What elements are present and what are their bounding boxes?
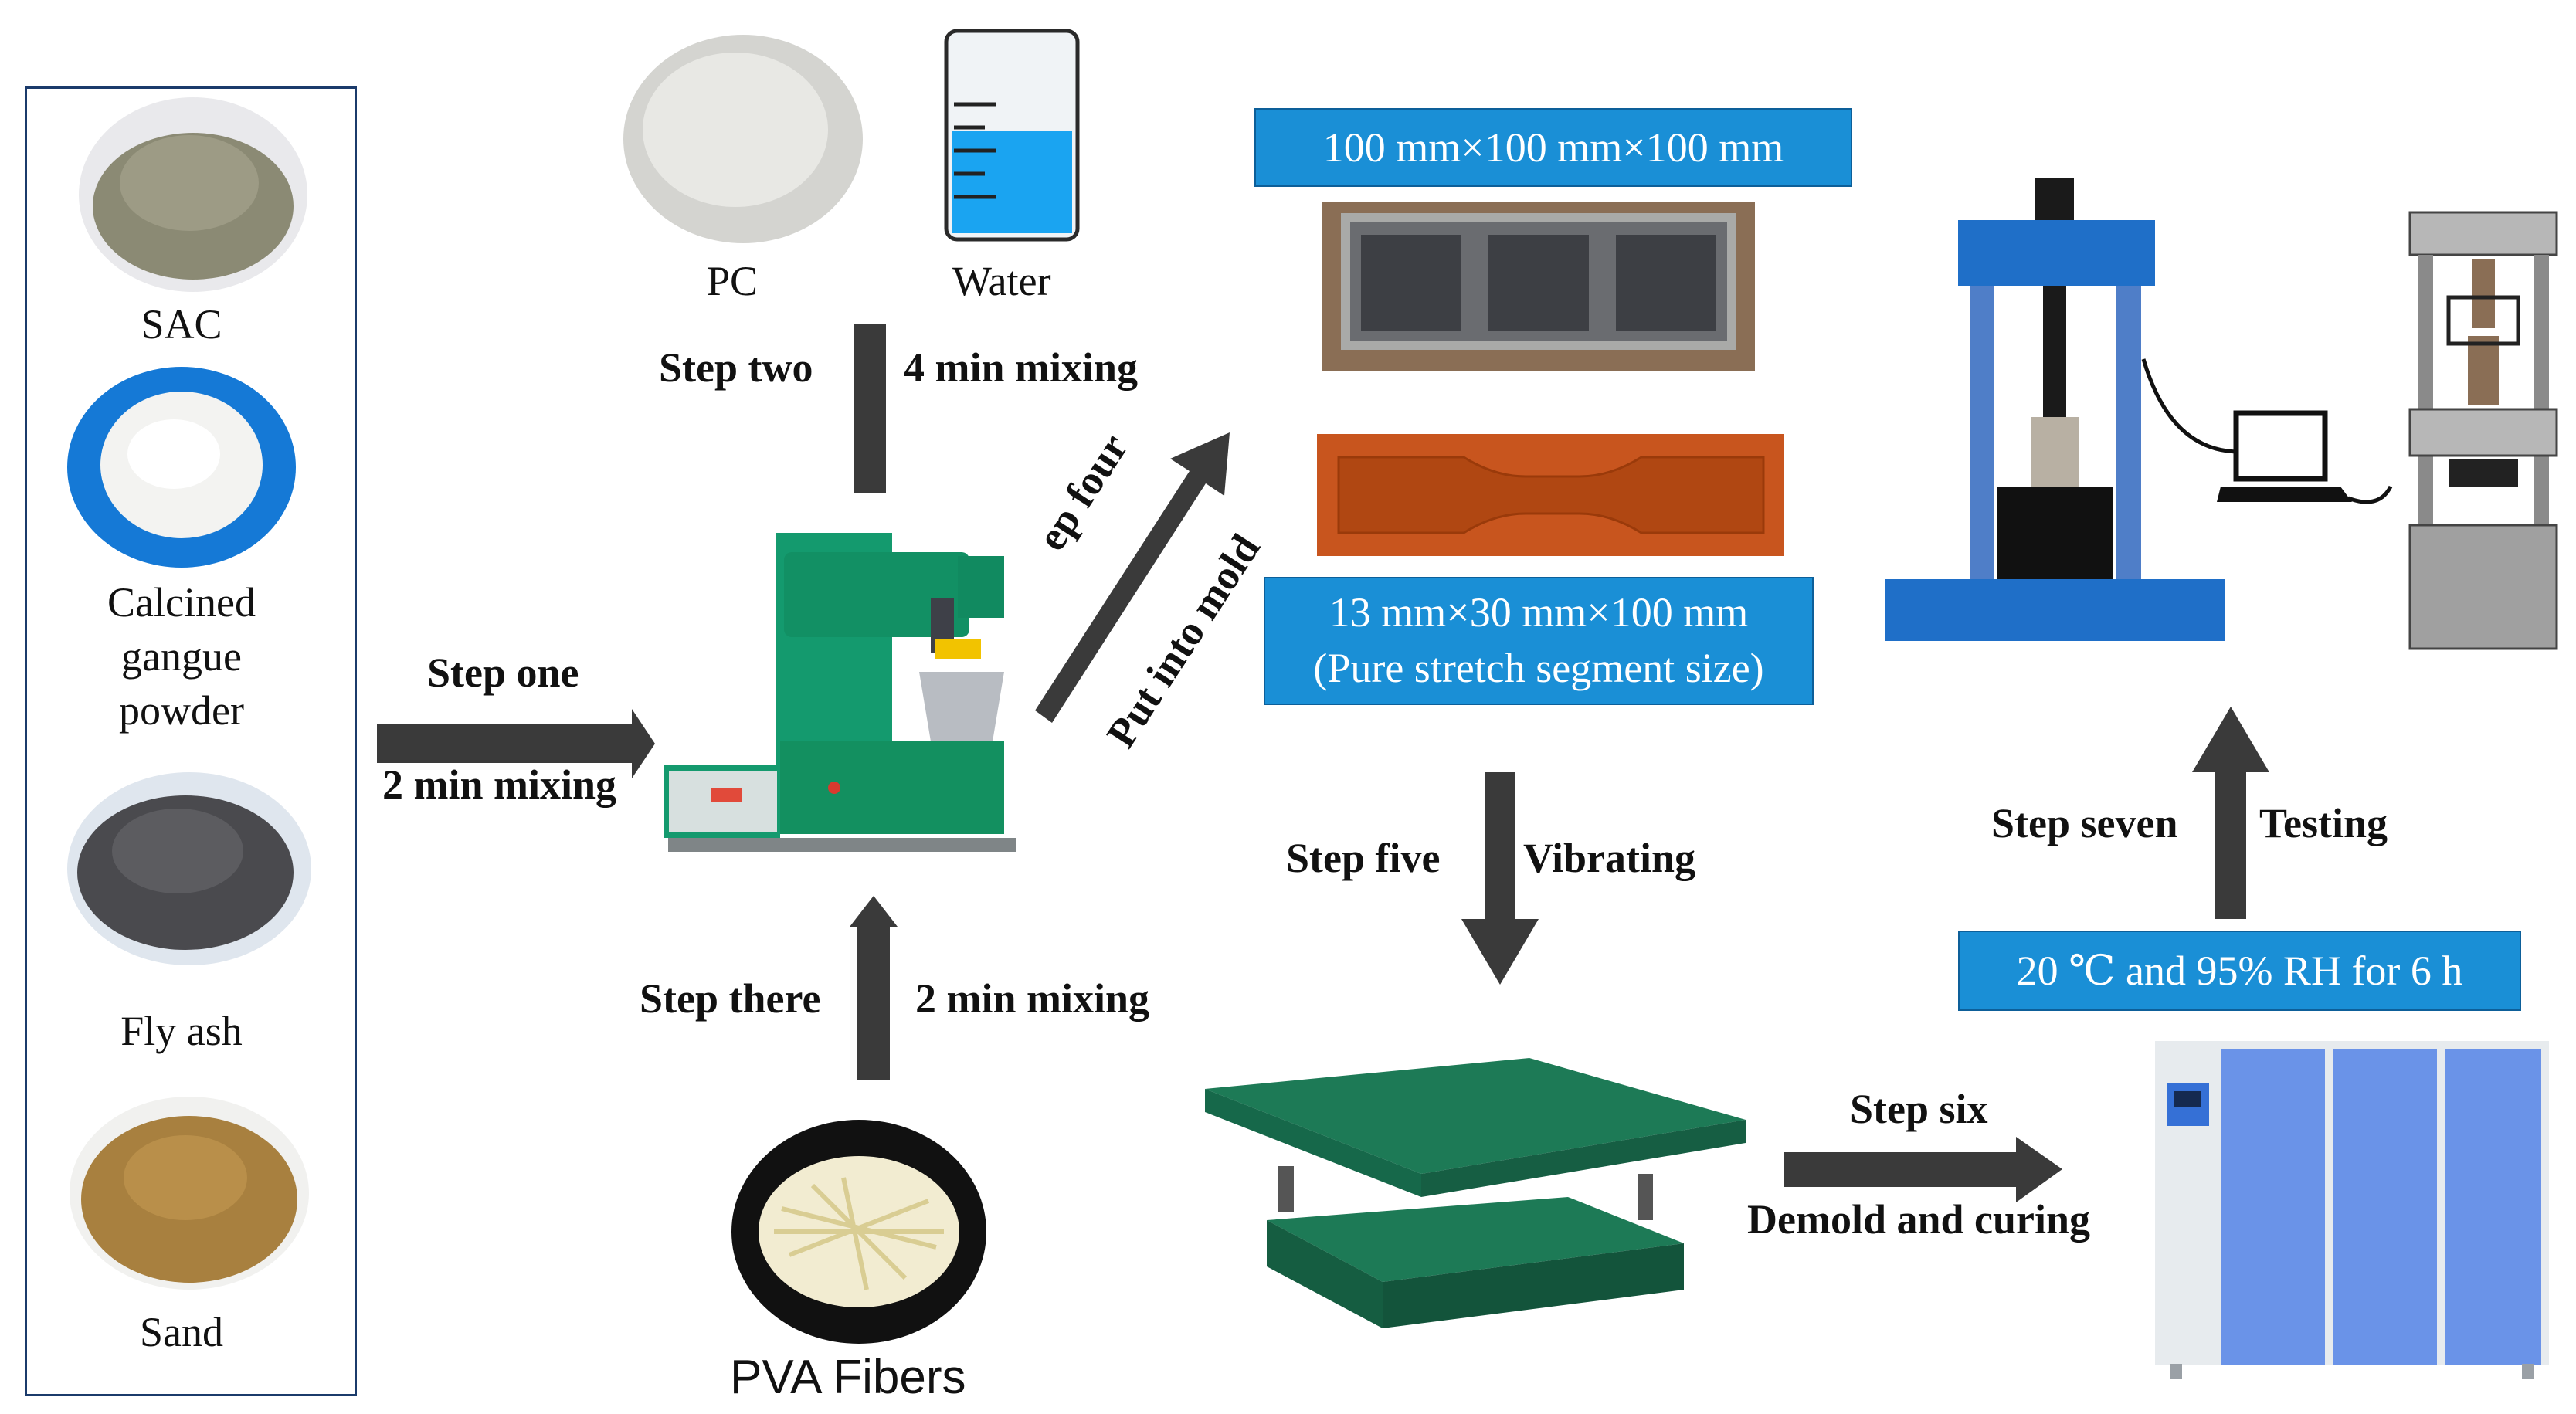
step-seven-arrow: [2192, 707, 2269, 919]
gangue-powder-image: [67, 367, 296, 568]
step-one-detail: 2 min mixing: [382, 761, 617, 808]
tensile-tester-image: [2408, 211, 2558, 650]
step-three-arrow-head: [850, 896, 898, 927]
sac-label: SAC: [141, 301, 222, 348]
step-four-arrow: [1035, 432, 1230, 723]
step-one-label: Step one: [427, 649, 579, 696]
vibrating-table-image: [1205, 1058, 1746, 1328]
compression-tester-image: [1885, 178, 2241, 641]
dogbone-size-line1: 13 mm×30 mm×100 mm: [1329, 589, 1749, 636]
cube-mold-image: [1322, 202, 1755, 371]
step-five-detail: Vibrating: [1523, 835, 1696, 881]
step-six-arrow: [1784, 1137, 2062, 1202]
sac-powder-image: [79, 97, 307, 292]
pc-label: PC: [707, 258, 759, 304]
step-seven-label: Step seven: [1991, 800, 2178, 846]
laptop-icon: [2217, 410, 2393, 504]
pva-fibers-label: PVA Fibers: [730, 1351, 966, 1404]
gangue-label: Calcined gangue powder: [107, 579, 256, 734]
step-five-label: Step five: [1286, 835, 1441, 881]
flyash-label: Fly ash: [120, 1008, 243, 1054]
step-six-label: Step six: [1850, 1086, 1988, 1132]
flyash-powder-image: [67, 772, 311, 965]
curing-condition-box: 20 ℃ and 95% RH for 6 h: [1958, 931, 2521, 1011]
step-five-arrow: [1461, 772, 1539, 985]
step-two-detail: 4 min mixing: [904, 344, 1139, 391]
step-three-bar: [857, 923, 890, 1080]
step-three-label: Step there: [640, 975, 821, 1022]
water-beaker-image: [944, 29, 1080, 242]
step-two-bar: [854, 324, 886, 493]
materials-panel: [25, 86, 357, 1396]
dogbone-mold-size-box: 13 mm×30 mm×100 mm (Pure stretch segment…: [1264, 577, 1814, 705]
dogbone-mold-image: [1317, 434, 1784, 556]
cube-mold-size-box: 100 mm×100 mm×100 mm: [1254, 108, 1852, 187]
step-one-arrow: [377, 709, 655, 778]
pva-fibers-image: [731, 1120, 986, 1344]
step-six-detail: Demold and curing: [1747, 1196, 2091, 1243]
dogbone-size-line2: (Pure stretch segment size): [1313, 645, 1764, 691]
mixer-machine-image: [664, 533, 1016, 852]
curing-cabinet-image: [2155, 1041, 2549, 1379]
water-label: Water: [952, 258, 1051, 304]
sand-image: [70, 1097, 309, 1290]
step-three-detail: 2 min mixing: [915, 975, 1150, 1022]
step-two-label: Step two: [659, 344, 813, 391]
sand-label: Sand: [140, 1309, 223, 1355]
pc-powder-image: [623, 35, 863, 243]
step-seven-detail: Testing: [2259, 800, 2388, 846]
